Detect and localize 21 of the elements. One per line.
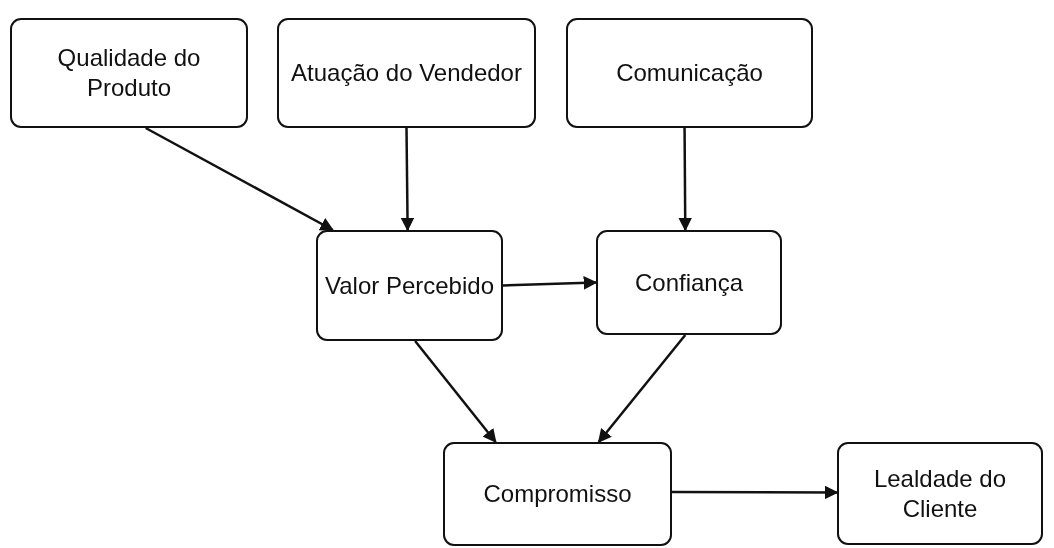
process-box <box>596 230 782 335</box>
arrow <box>672 485 839 500</box>
arrow <box>400 128 415 232</box>
arrow <box>502 276 598 290</box>
node-label: Comunicação <box>616 58 763 88</box>
process-box <box>443 442 672 546</box>
node-label: Confiança <box>634 267 744 298</box>
arrow <box>597 334 687 444</box>
arrow <box>414 340 497 444</box>
node-label: Compromisso <box>483 479 632 509</box>
arrow <box>145 126 335 232</box>
process-box <box>316 230 503 341</box>
node-label: Atuação do Vendedor <box>291 58 522 88</box>
node-label: Qualidade do Produto <box>56 43 202 103</box>
process-box <box>277 18 536 128</box>
arrow <box>678 128 693 232</box>
process-box <box>10 18 248 128</box>
process-box <box>837 442 1043 545</box>
node-label: Lealdade do Cliente <box>872 463 1008 524</box>
process-box <box>566 18 813 128</box>
node-label: Valor Percebido <box>325 270 494 301</box>
